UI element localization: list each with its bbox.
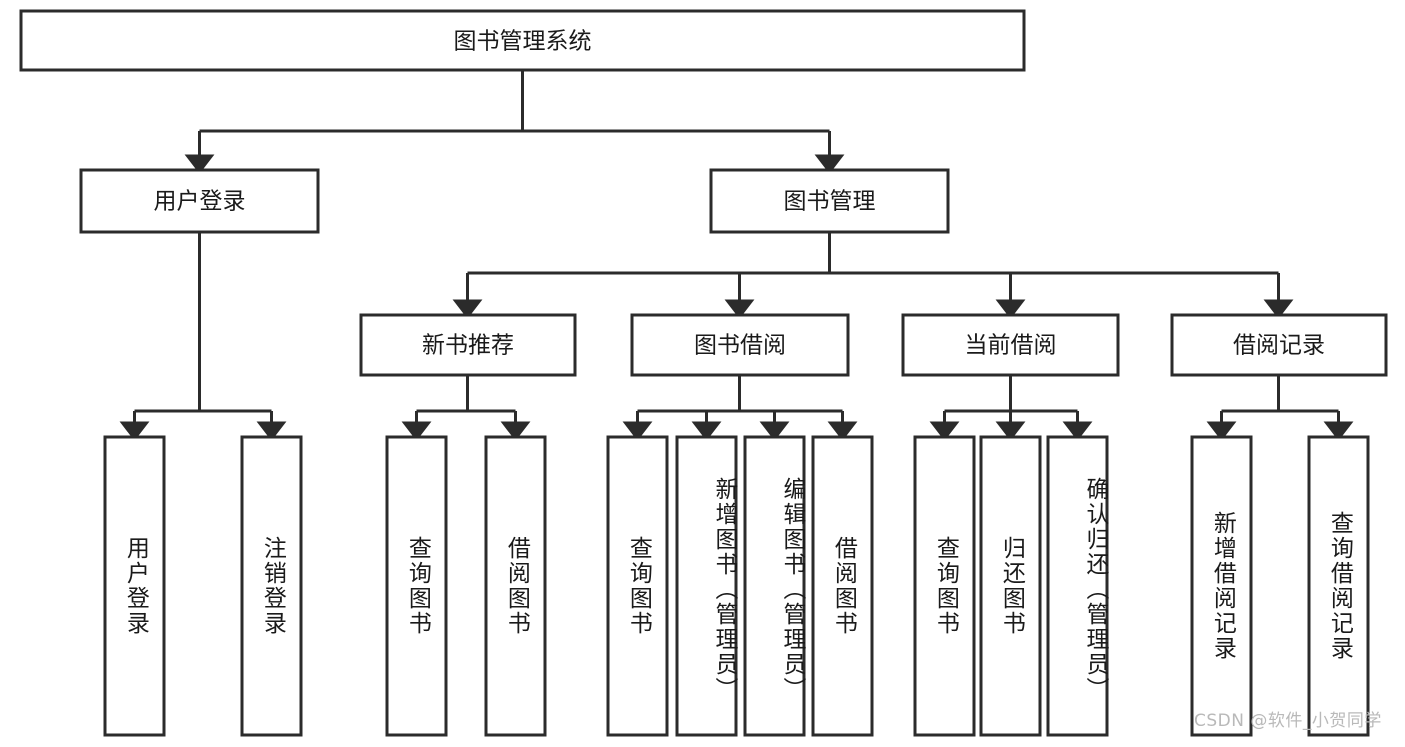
node-user-login-label: 用户登录: [154, 189, 246, 215]
node-root-system-label: 图书管理系统: [454, 29, 592, 55]
node-borrow-record[interactable]: 借阅记录: [1170, 313, 1388, 377]
node-current-borrow-label: 当前借阅: [965, 333, 1057, 359]
node-book-borrow[interactable]: 图书借阅: [630, 313, 850, 377]
leaf-box-borrow-book[interactable]: [811, 435, 874, 737]
leaf-box-borrow-book-recommend[interactable]: [484, 435, 547, 737]
node-user-login[interactable]: 用户登录: [79, 168, 320, 234]
leaf-box-add-borrow-record[interactable]: [1190, 435, 1253, 737]
leaf-box-query-book-borrow[interactable]: [606, 435, 669, 737]
node-current-borrow[interactable]: 当前借阅: [901, 313, 1120, 377]
leaf-box-layer: [103, 435, 1370, 737]
leaf-box-query-borrow-record[interactable]: [1307, 435, 1370, 737]
leaf-box-query-book-recommend[interactable]: [385, 435, 448, 737]
node-new-book-recommend-box[interactable]: [359, 313, 577, 377]
node-book-management[interactable]: 图书管理: [709, 168, 950, 234]
leaf-box-add-book-admin[interactable]: [675, 435, 738, 737]
node-borrow-record-label: 借阅记录: [1233, 333, 1325, 359]
node-book-borrow-label: 图书借阅: [694, 333, 786, 359]
connector-layer: [119, 70, 1354, 441]
node-book-borrow-box[interactable]: [630, 313, 850, 377]
leaf-box-user-login[interactable]: [103, 435, 166, 737]
node-new-book-recommend[interactable]: 新书推荐: [359, 313, 577, 377]
node-root-system[interactable]: 图书管理系统: [19, 9, 1026, 72]
node-book-management-box[interactable]: [709, 168, 950, 234]
node-user-login-box[interactable]: [79, 168, 320, 234]
leaf-box-user-logout[interactable]: [240, 435, 303, 737]
leaf-box-confirm-return-admin[interactable]: [1046, 435, 1109, 737]
node-current-borrow-box[interactable]: [901, 313, 1120, 377]
leaf-box-return-book[interactable]: [979, 435, 1042, 737]
node-borrow-record-box[interactable]: [1170, 313, 1388, 377]
node-root-system-box[interactable]: [19, 9, 1026, 72]
node-book-management-label: 图书管理: [784, 189, 876, 215]
leaf-box-query-book-current[interactable]: [913, 435, 976, 737]
node-new-book-recommend-label: 新书推荐: [422, 333, 514, 359]
csdn-watermark: CSDN @软件_小贺同学: [1194, 711, 1382, 731]
leaf-box-edit-book-admin[interactable]: [743, 435, 806, 737]
